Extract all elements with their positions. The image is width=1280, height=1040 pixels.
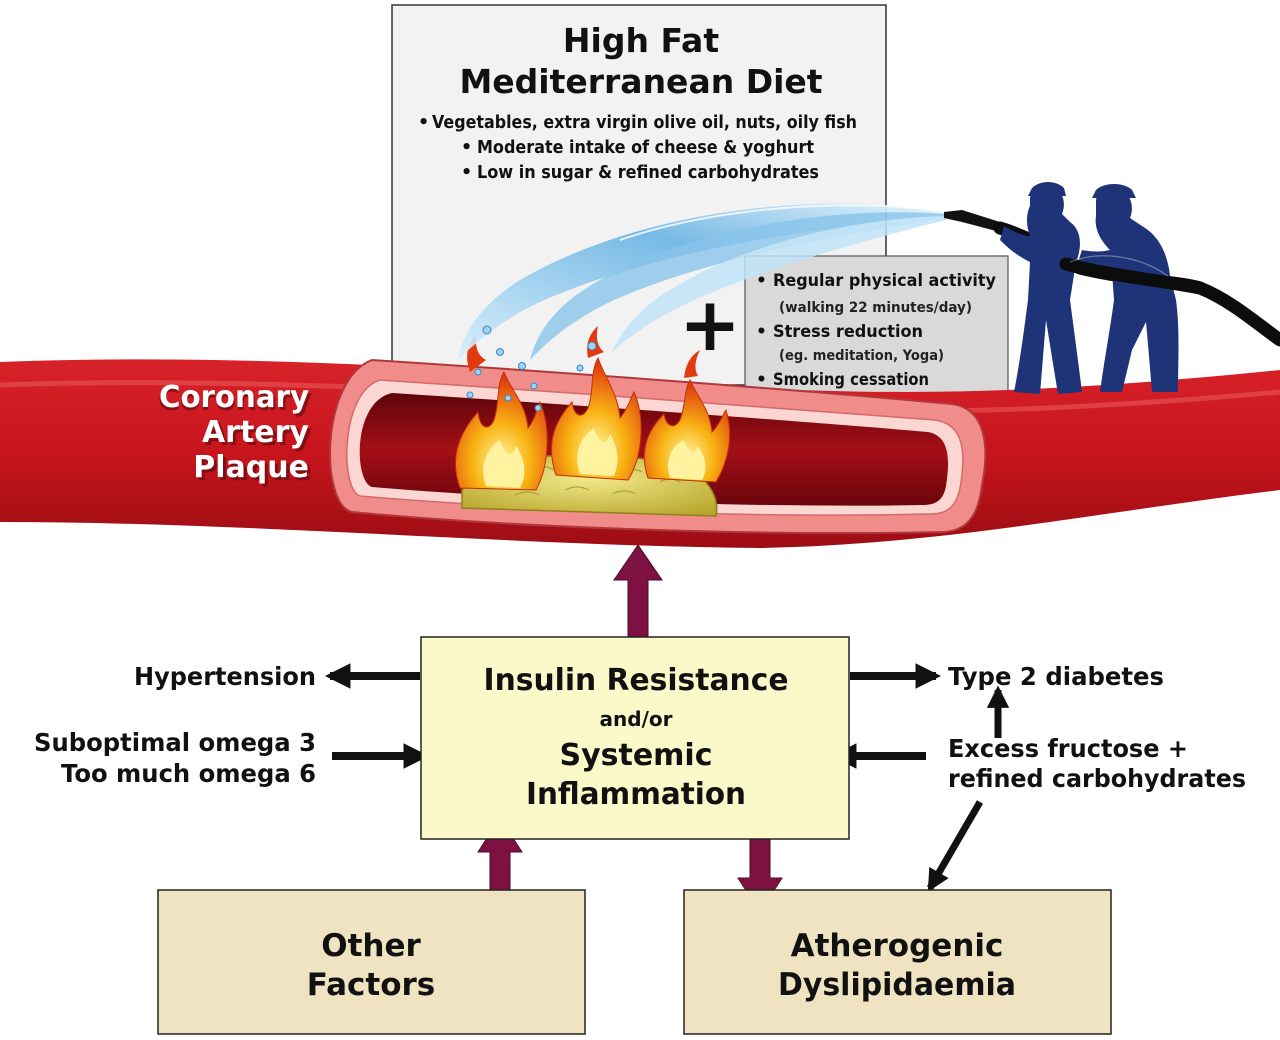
artery-label-line1-shadow: Coronary	[158, 383, 312, 418]
diabetes-label: Type 2 diabetes	[948, 662, 1164, 691]
artery-label-line3-shadow: Plaque	[196, 453, 312, 488]
artery-label-line1: Coronary	[159, 380, 309, 415]
dyslipidaemia-line2: Dyslipidaemia	[778, 967, 1016, 1003]
omega3-label: Suboptimal omega 3	[34, 728, 316, 757]
lifestyle-item-2-sub: (eg. meditation, Yoga)	[779, 348, 944, 364]
diet-bullet-1: Vegetables, extra virgin olive oil, nuts…	[432, 113, 857, 133]
flame-icon	[455, 334, 548, 491]
hypertension-label: Hypertension	[134, 662, 316, 691]
fructose-label-line1: Excess fructose +	[948, 734, 1188, 763]
diet-bullet-dot: •	[418, 113, 429, 133]
artery-label-line2: Artery	[202, 415, 309, 450]
other-factors-box: Other Factors	[157, 889, 586, 1035]
diet-title-line2: Mediterranean Diet	[459, 62, 822, 101]
lifestyle-bullet-dot: •	[756, 271, 767, 291]
arrow-fructose-to-dyslipidaemia	[926, 800, 984, 892]
omega6-label: Too much omega 6	[61, 759, 316, 788]
arrow-to-plaque	[613, 544, 663, 641]
lifestyle-item-1: Regular physical activity	[773, 271, 996, 291]
lifestyle-bullet-dot: •	[756, 322, 767, 342]
lifestyle-bullet-dot: •	[756, 370, 767, 390]
diet-bullet-3: Low in sugar & refined carbohydrates	[477, 163, 819, 183]
center-box-line3: Systemic	[559, 738, 712, 773]
dyslipidaemia-line1: Atherogenic	[791, 928, 1004, 964]
center-box-line1: Insulin Resistance	[484, 663, 789, 698]
other-factors-line1: Other	[321, 928, 421, 964]
center-box-line2: and/or	[600, 707, 673, 731]
water-droplets	[466, 325, 597, 412]
water-spray	[458, 203, 947, 360]
dyslipidaemia-box: Atherogenic Dyslipidaemia	[683, 889, 1112, 1035]
artist-signature: © VickyEarle	[1138, 520, 1260, 541]
flame-icon	[551, 326, 642, 481]
diet-bullet-dot: •	[461, 138, 472, 158]
diet-bullet-dot: •	[461, 163, 472, 183]
fructose-label-line2: refined carbohydrates	[948, 764, 1246, 793]
other-factors-line2: Factors	[307, 967, 436, 1003]
firefighters-silhouette	[944, 182, 1280, 394]
lifestyle-box: • Regular physical activity (walking 22 …	[744, 255, 1009, 397]
flame-icon	[643, 350, 731, 483]
artery-label: Coronary Coronary Artery Artery Plaque P…	[158, 380, 312, 488]
lifestyle-item-3: Smoking cessation	[773, 370, 929, 390]
insulin-resistance-box: Insulin Resistance and/or Systemic Infla…	[420, 636, 850, 840]
diet-title-line1: High Fat	[563, 21, 719, 60]
lifestyle-item-1-sub: (walking 22 minutes/day)	[779, 300, 972, 316]
lifestyle-item-2: Stress reduction	[773, 322, 923, 342]
diet-bullet-2: Moderate intake of cheese & yoghurt	[477, 138, 814, 158]
artery-label-line3: Plaque	[193, 450, 309, 485]
center-box-line4: Inflammation	[526, 777, 746, 812]
artery-label-line2-shadow: Artery	[205, 418, 312, 453]
